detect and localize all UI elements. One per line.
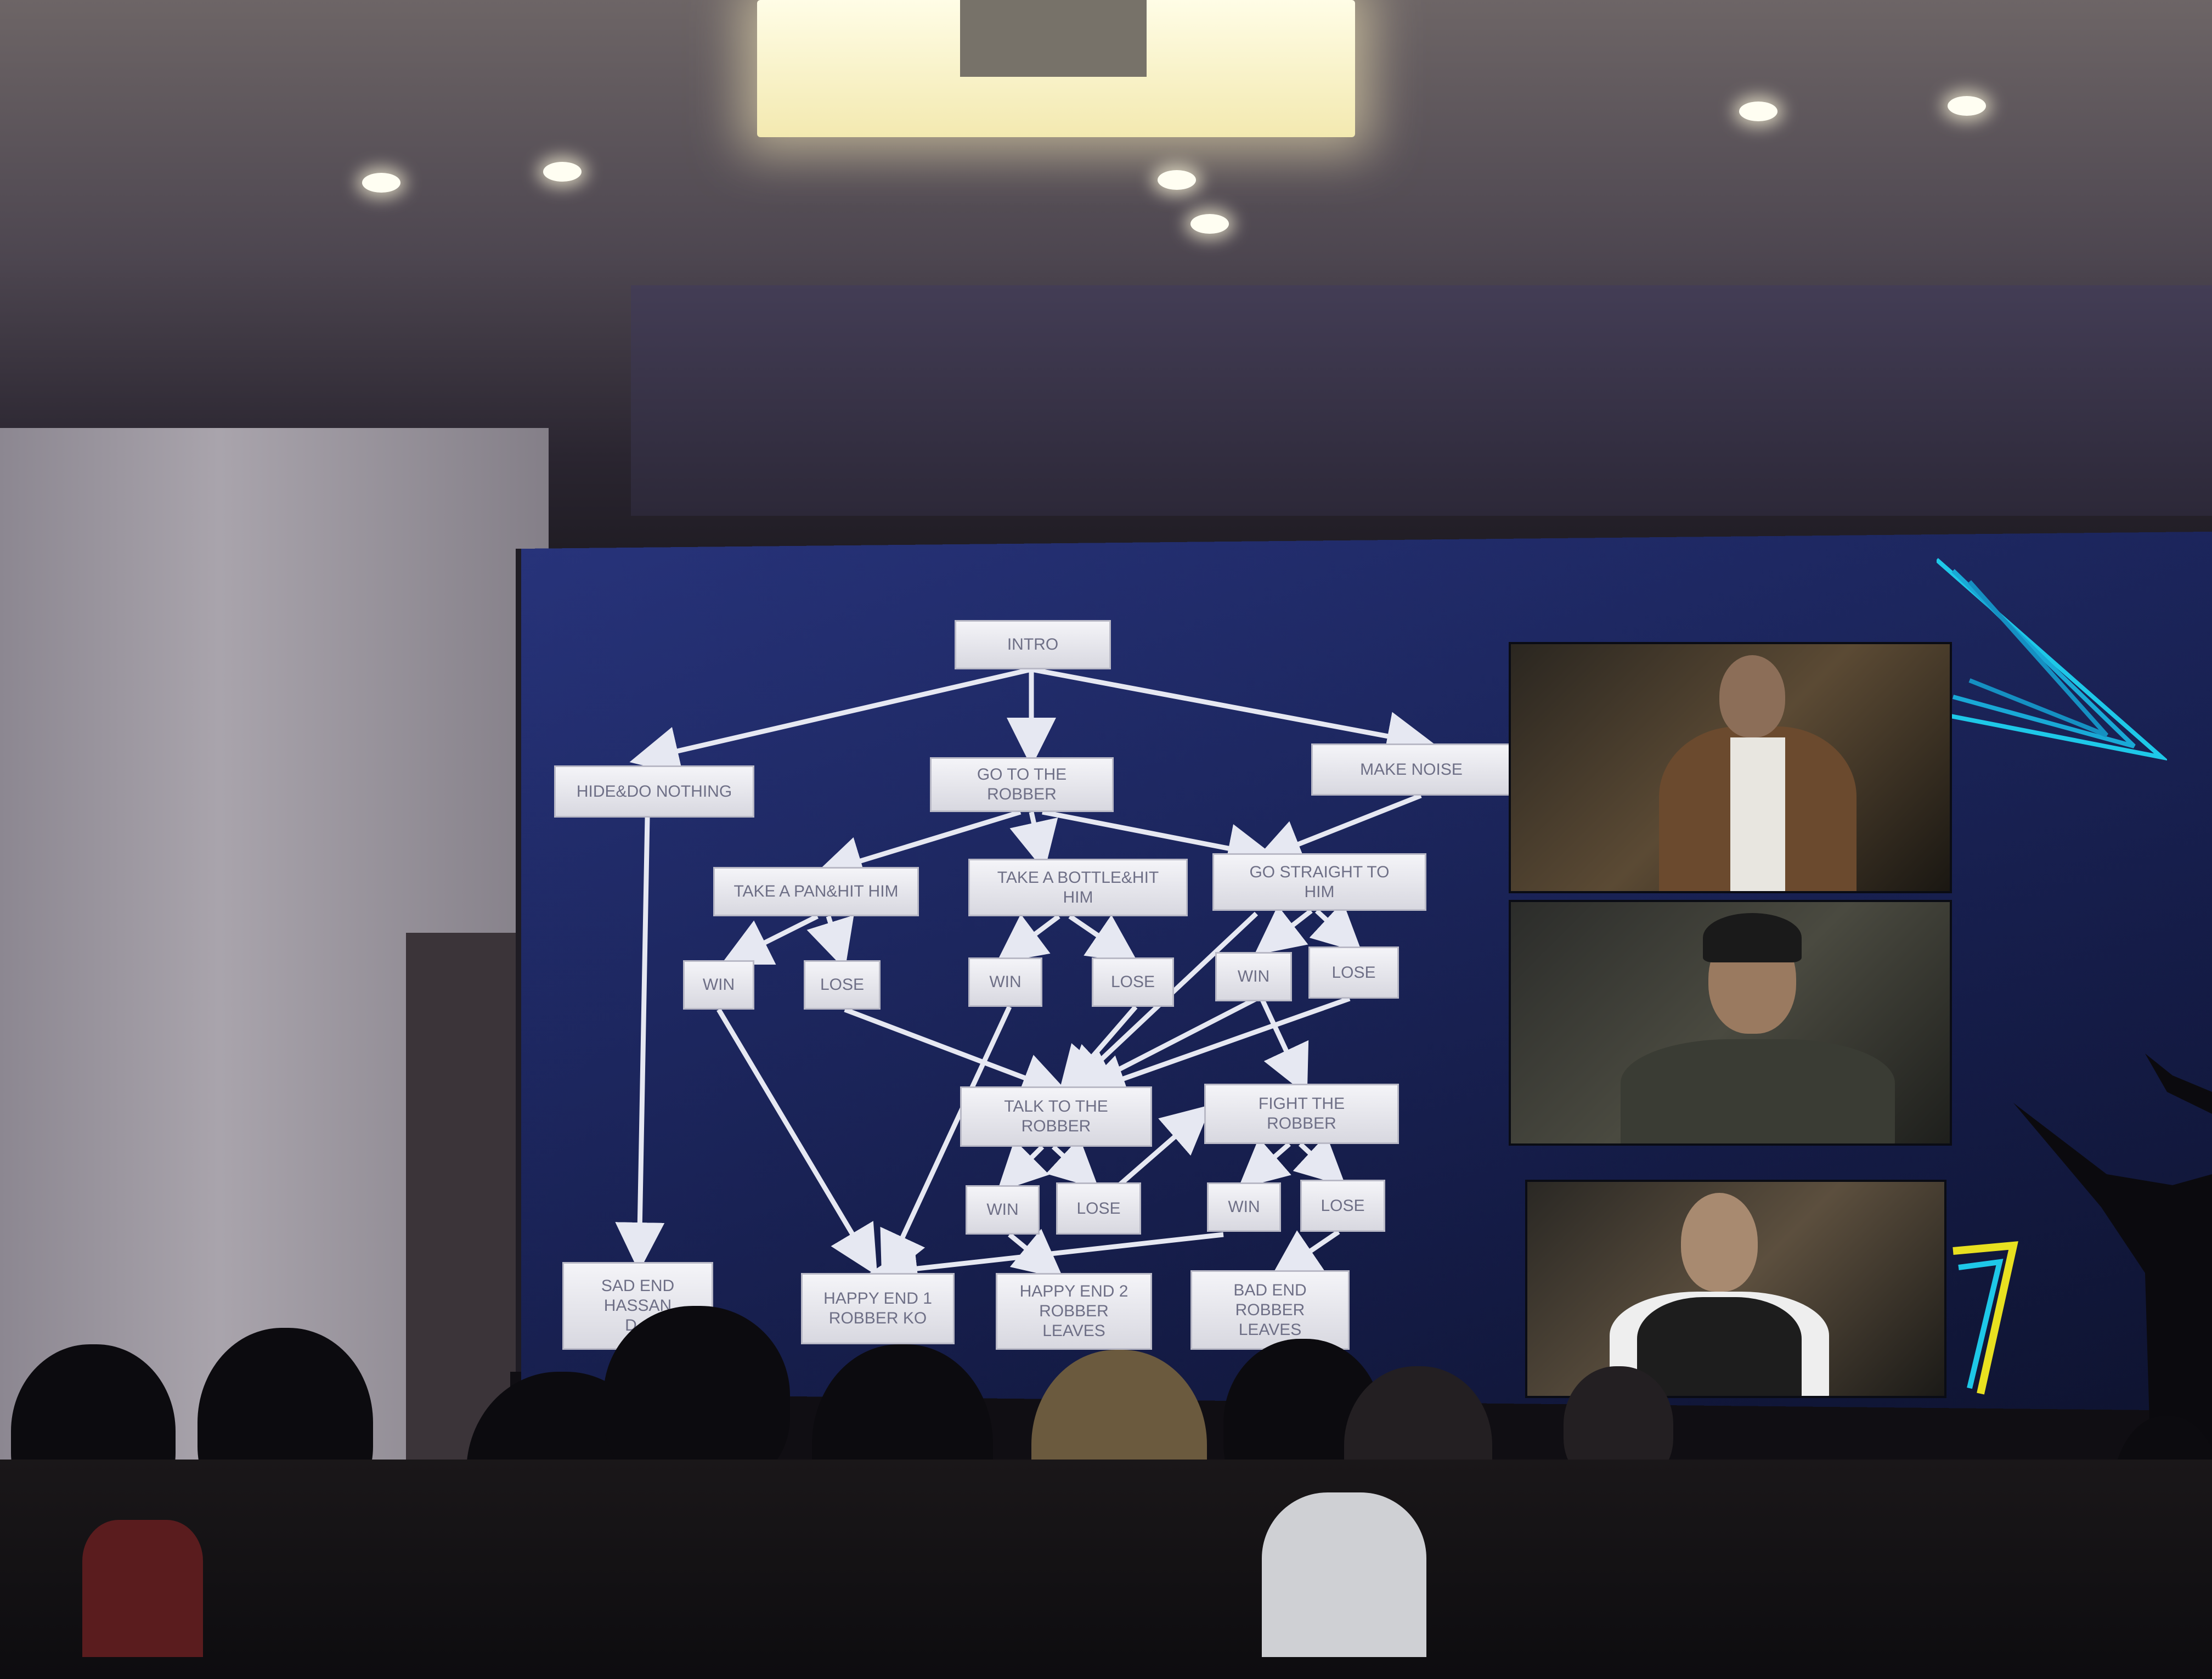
presenter-silhouette bbox=[2008, 1043, 2212, 1460]
downlight bbox=[543, 162, 582, 182]
downlight bbox=[1190, 214, 1229, 234]
character-photo-robber-mask bbox=[1509, 642, 1952, 893]
node-take-bottle: TAKE A BOTTLE&HIT HIM bbox=[968, 859, 1188, 916]
node-happy-end-1: HAPPY END 1 ROBBER KO bbox=[801, 1273, 955, 1344]
node-talk-lose: LOSE bbox=[1056, 1182, 1141, 1235]
audience-bodies bbox=[0, 1460, 2212, 1679]
ceiling-light-frame bbox=[960, 0, 1147, 77]
node-take-pan: TAKE A PAN&HIT HIM bbox=[713, 867, 919, 916]
audience-red-jacket bbox=[82, 1520, 203, 1657]
logo-lines-graphic bbox=[1937, 557, 2167, 761]
node-straight-lose: LOSE bbox=[1308, 946, 1399, 999]
node-fight-win: WIN bbox=[1207, 1182, 1281, 1232]
node-go-straight: GO STRAIGHT TO HIM bbox=[1212, 853, 1426, 911]
node-pan-win: WIN bbox=[683, 960, 754, 1010]
node-bottle-win: WIN bbox=[968, 957, 1042, 1007]
logo-seven-graphic bbox=[1953, 1241, 2018, 1395]
node-go-to-robber: GO TO THE ROBBER bbox=[930, 757, 1114, 812]
audience bbox=[0, 1306, 2212, 1679]
node-intro: INTRO bbox=[955, 620, 1111, 669]
ceiling-tier bbox=[631, 285, 2212, 516]
node-bottle-lose: LOSE bbox=[1092, 957, 1174, 1007]
character-photo-shopkeeper bbox=[1525, 1180, 1946, 1398]
node-happy-end-2: HAPPY END 2 ROBBER LEAVES bbox=[996, 1273, 1152, 1350]
downlight bbox=[1739, 102, 1778, 121]
node-fight-robber: FIGHT THE ROBBER bbox=[1204, 1084, 1399, 1144]
audience-hoodie bbox=[1262, 1492, 1426, 1657]
character-photo-man-beanie bbox=[1509, 900, 1952, 1146]
node-bad-end: BAD END ROBBER LEAVES bbox=[1190, 1270, 1350, 1350]
node-hide-do-nothing: HIDE&DO NOTHING bbox=[554, 765, 754, 818]
node-pan-lose: LOSE bbox=[804, 960, 881, 1010]
node-fight-lose: LOSE bbox=[1300, 1180, 1385, 1232]
downlight bbox=[1948, 96, 1986, 116]
wall-pillar bbox=[406, 933, 516, 1481]
node-straight-win: WIN bbox=[1215, 952, 1292, 1001]
downlight bbox=[362, 173, 400, 193]
node-talk-win: WIN bbox=[966, 1185, 1040, 1235]
node-talk-to-robber: TALK TO THE ROBBER bbox=[960, 1086, 1152, 1147]
downlight bbox=[1158, 170, 1196, 190]
node-make-noise: MAKE NOISE bbox=[1311, 743, 1511, 796]
